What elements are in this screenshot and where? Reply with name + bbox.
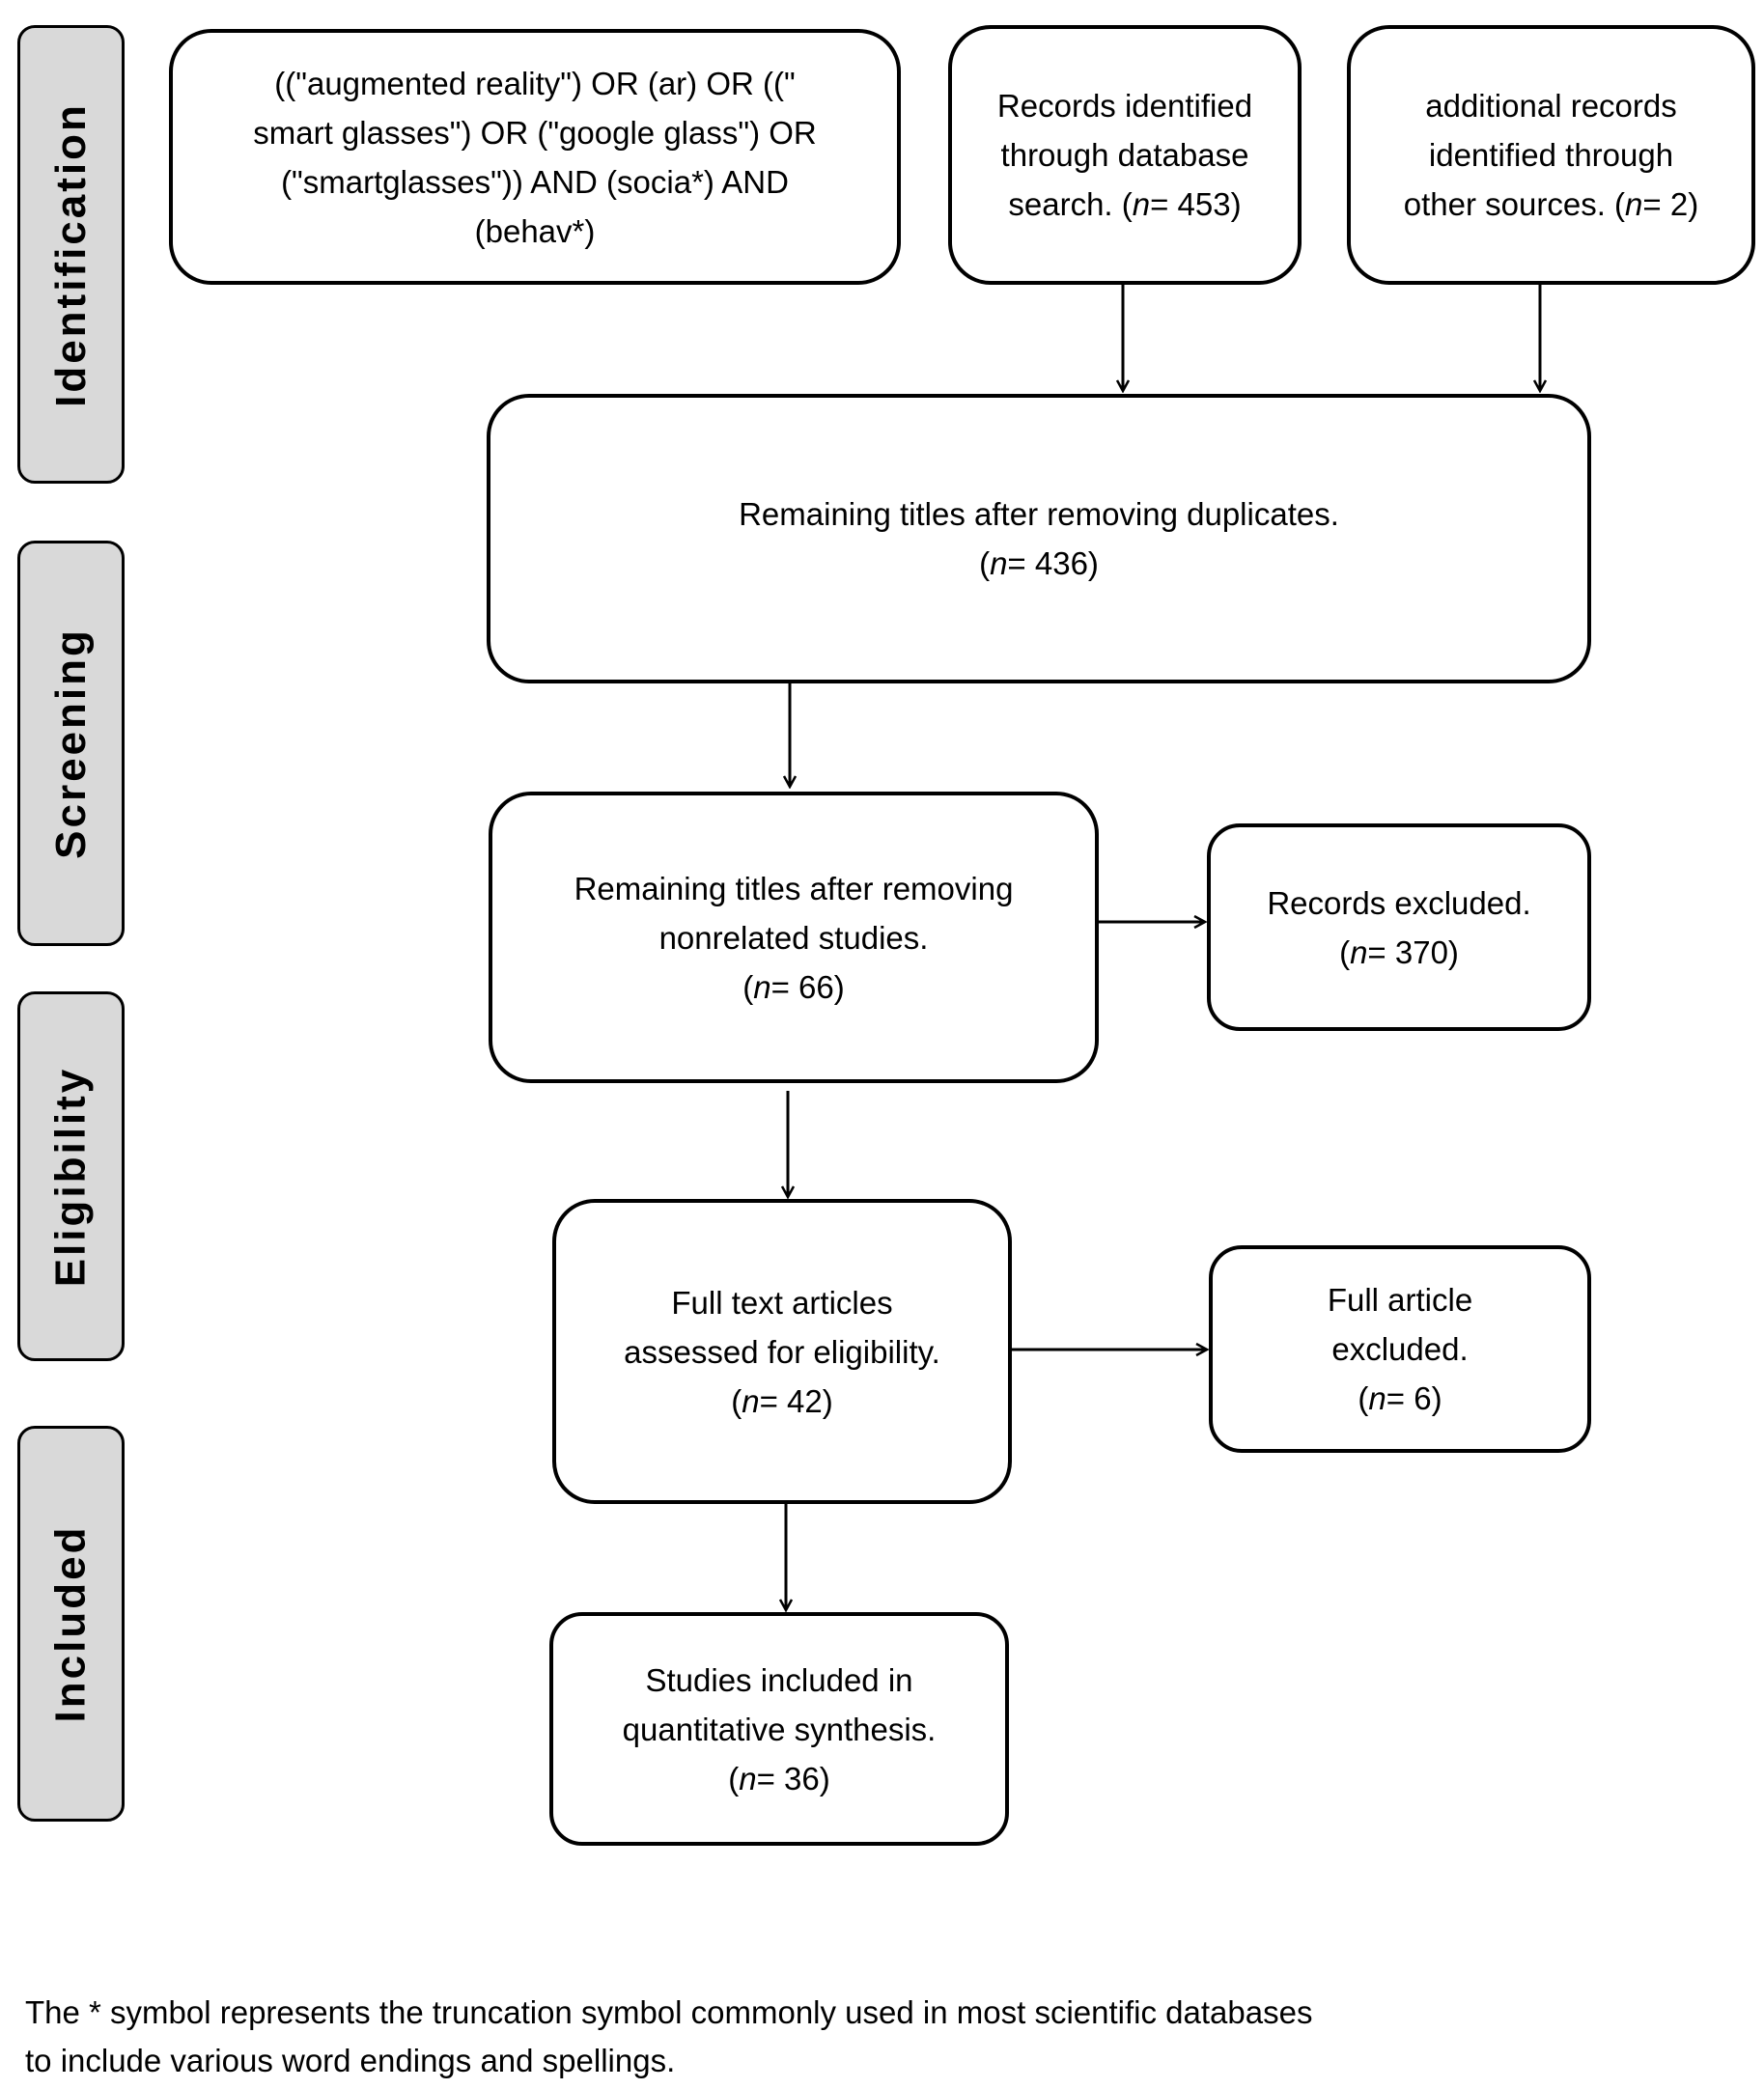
footnote-line: to include various word endings and spel… [25, 2043, 676, 2078]
full-article-excluded-line: Full article [1327, 1282, 1473, 1318]
studies-included-line: Studies included in [645, 1661, 913, 1698]
search-query-box: (("augmented reality") OR (ar) OR ((" sm… [169, 29, 901, 285]
other-records-count: other sources. (n= 2) [1403, 186, 1699, 222]
phase-eligibility: Eligibility [17, 991, 125, 1361]
search-query-line: smart glasses") OR ("google glass") OR [253, 114, 817, 151]
duplicates-removed-box: Remaining titles after removing duplicat… [487, 394, 1591, 683]
footnote-line: The * symbol represents the truncation s… [25, 1994, 1313, 2030]
search-query-line: (("augmented reality") OR (ar) OR ((" [274, 65, 796, 101]
full-article-excluded-count: (n= 6) [1358, 1380, 1442, 1416]
database-records-line: Records identified [996, 88, 1253, 124]
nonrelated-removed-box: Remaining titles after removing nonrelat… [489, 792, 1099, 1083]
full-text-assessed-box: Full text articles assessed for eligibil… [552, 1199, 1012, 1504]
phase-identification: Identification [17, 25, 125, 484]
duplicates-removed-line: Remaining titles after removing duplicat… [739, 496, 1339, 532]
phase-included: Included [17, 1426, 125, 1822]
database-records-box: Records identified through database sear… [948, 25, 1302, 285]
full-article-excluded-line: excluded. [1331, 1331, 1469, 1367]
phase-screening: Screening [17, 541, 125, 946]
search-query-line: (behav*) [474, 212, 596, 249]
database-records-line: through database [1000, 137, 1249, 173]
full-article-excluded-box: Full article excluded. (n= 6) [1209, 1245, 1591, 1453]
database-records-count: search. (n= 453) [1008, 186, 1242, 222]
other-records-box: additional records identified through ot… [1347, 25, 1755, 285]
footnote: The * symbol represents the truncation s… [25, 1989, 1531, 2085]
studies-included-box: Studies included in quantitative synthes… [549, 1612, 1009, 1846]
full-text-assessed-line: assessed for eligibility. [624, 1333, 940, 1370]
duplicates-removed-count: (n= 436) [979, 545, 1099, 581]
studies-included-count: (n= 36) [728, 1760, 830, 1797]
nonrelated-removed-line: nonrelated studies. [658, 919, 929, 956]
nonrelated-removed-count: (n= 66) [742, 968, 845, 1005]
records-excluded-line: Records excluded. [1267, 884, 1531, 921]
search-query-line: ("smartglasses")) AND (socia*) AND [281, 163, 789, 200]
records-excluded-count: (n= 370) [1339, 933, 1459, 970]
studies-included-line: quantitative synthesis. [622, 1711, 937, 1747]
other-records-line: identified through [1428, 137, 1674, 173]
other-records-line: additional records [1425, 88, 1677, 124]
full-text-assessed-count: (n= 42) [731, 1382, 833, 1419]
full-text-assessed-line: Full text articles [671, 1284, 893, 1321]
nonrelated-removed-line: Remaining titles after removing [574, 870, 1014, 906]
records-excluded-box: Records excluded. (n= 370) [1207, 823, 1591, 1031]
